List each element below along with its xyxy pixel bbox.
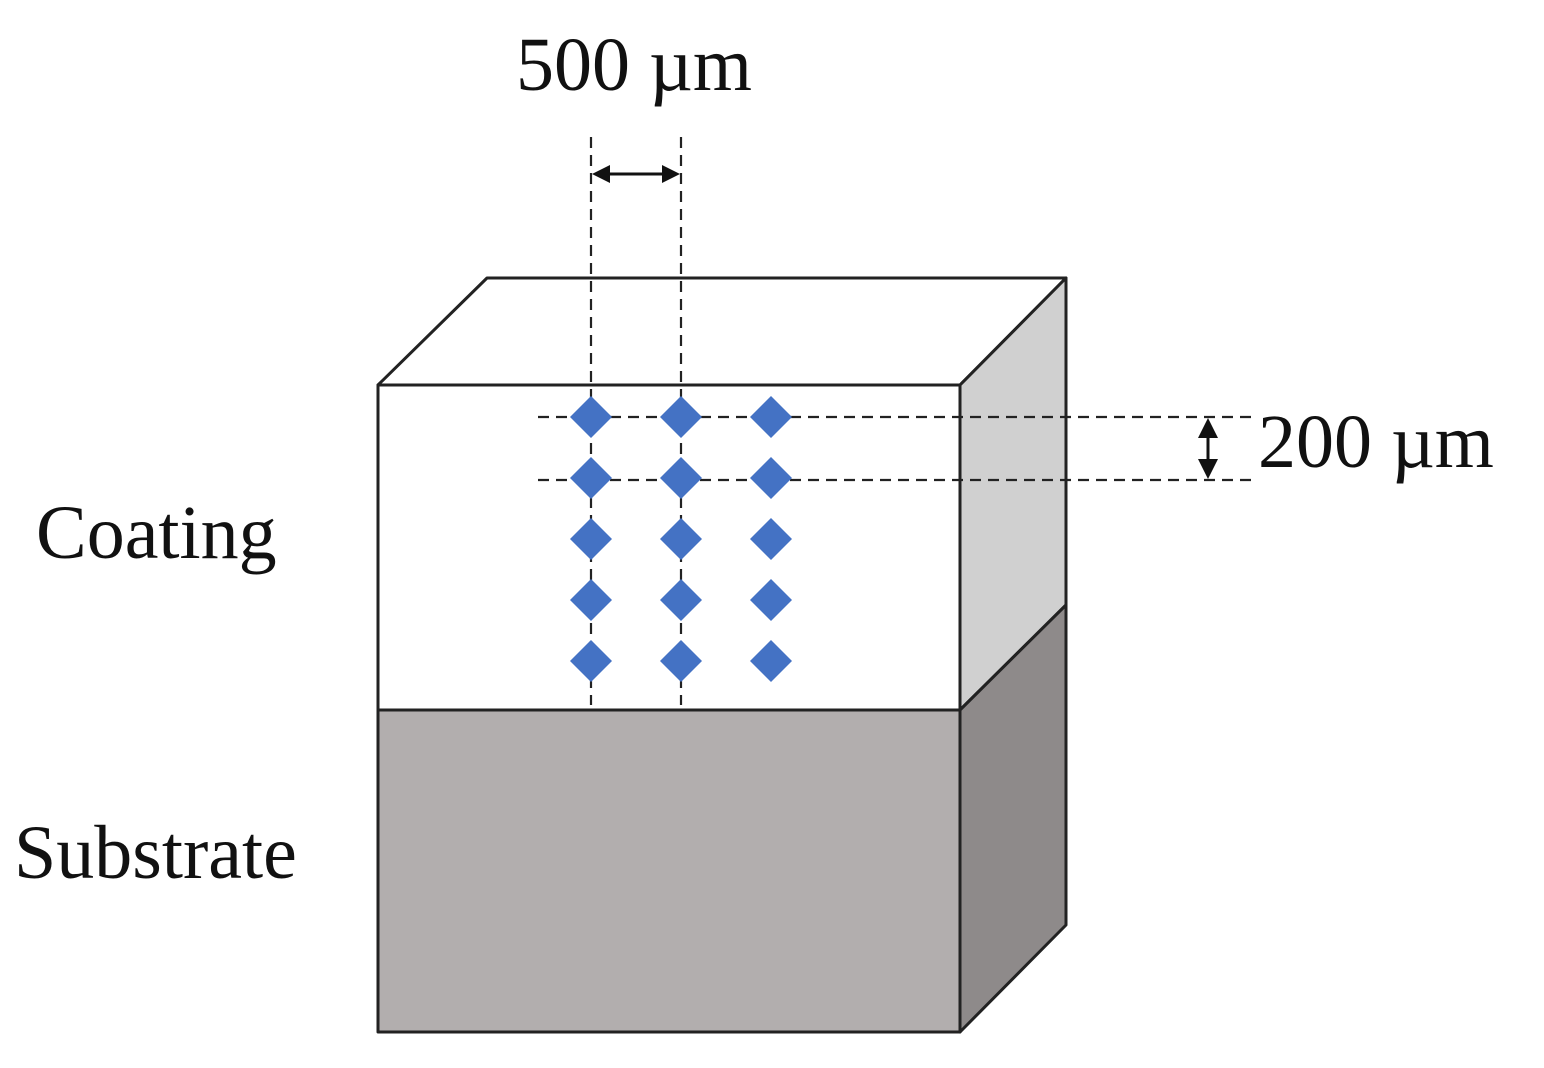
indent-marker bbox=[750, 640, 792, 682]
horizontal-guide-lines bbox=[538, 415, 1258, 482]
indent-marker bbox=[750, 579, 792, 621]
indent-marker bbox=[570, 579, 612, 621]
substrate-layer bbox=[376, 708, 962, 1034]
indent-marker bbox=[750, 396, 792, 438]
indent-marker bbox=[660, 457, 702, 499]
indent-marker bbox=[660, 518, 702, 560]
indent-marker bbox=[570, 518, 612, 560]
horizontal-spacing-arrow bbox=[592, 165, 680, 183]
arrow-head-down bbox=[1198, 459, 1218, 479]
indent-marker bbox=[570, 457, 612, 499]
arrow-head-up bbox=[1198, 418, 1218, 438]
coating-label: Coating bbox=[36, 491, 277, 575]
indent-marker bbox=[750, 518, 792, 560]
vertical-spacing-label: 200 µm bbox=[1258, 400, 1494, 484]
vertical-spacing-arrow bbox=[1198, 418, 1218, 479]
indent-marker bbox=[660, 396, 702, 438]
specimen-block bbox=[376, 276, 1068, 1034]
arrow-head-right bbox=[662, 165, 680, 183]
arrow-head-left bbox=[592, 165, 610, 183]
top-face bbox=[376, 276, 1068, 387]
indent-marker bbox=[660, 579, 702, 621]
horizontal-spacing-label: 500 µm bbox=[516, 23, 752, 107]
indent-marker bbox=[660, 640, 702, 682]
indent-marker bbox=[570, 396, 612, 438]
indent-marker bbox=[750, 457, 792, 499]
substrate-label: Substrate bbox=[14, 811, 297, 895]
indentation-grid bbox=[570, 396, 792, 682]
indent-marker bbox=[570, 640, 612, 682]
